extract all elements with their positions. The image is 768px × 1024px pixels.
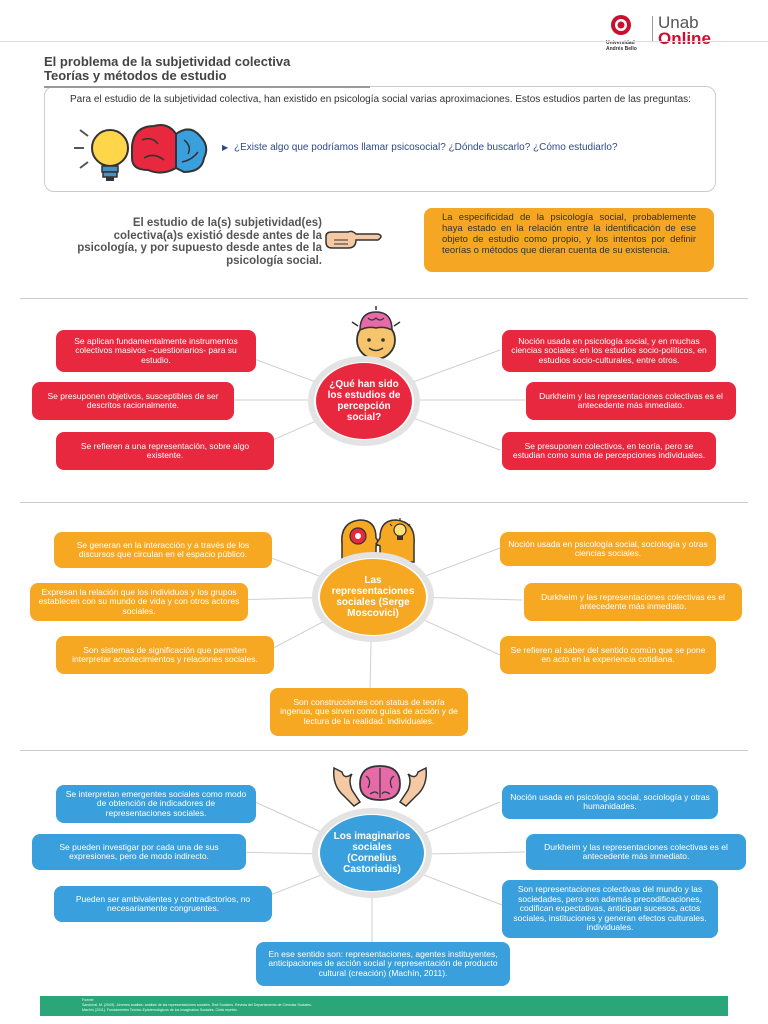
- intro-question: ¿Existe algo que podríamos llamar psicos…: [234, 142, 618, 153]
- representations-right-item-1: Noción usada en psicología social, socio…: [500, 532, 716, 566]
- logo-university-name: Universidad Andrés Bello: [606, 40, 637, 52]
- perception-left-item-1: Se aplican fundamentalmente instrumentos…: [56, 330, 256, 372]
- logo-divider: [652, 16, 653, 42]
- representations-left-item-1: Se generan en la interacción y a través …: [54, 532, 272, 568]
- imaginaries-left-item-1: Se interpretan emergentes sociales como …: [56, 785, 256, 823]
- footer-sources: Fuente: Sandoval, M. (2009). Jóvenes aná…: [82, 998, 722, 1013]
- representations-bottom-item: Son construcciones con status de teoría …: [270, 688, 468, 736]
- imaginaries-hub: Los imaginarios sociales (Cornelius Cast…: [312, 808, 432, 898]
- pointing-hand-icon: [325, 230, 382, 249]
- perception-left-item-2: Se presuponen objetivos, susceptibles de…: [32, 382, 234, 420]
- footer-bar: [40, 996, 728, 1016]
- section-divider: [20, 750, 748, 751]
- header-divider: [0, 41, 768, 42]
- thinking-heads-icon: [341, 518, 415, 563]
- representations-hub-label: Las representaciones sociales (Serge Mos…: [320, 559, 426, 635]
- page-title: El problema de la subjetividad colectiva: [44, 54, 291, 69]
- brand-logo[interactable]: Universidad Andrés Bello Unab Online: [604, 13, 754, 52]
- page-subtitle: Teorías y métodos de estudio: [44, 68, 227, 83]
- perception-left-item-3: Se refieren a una representación, sobre …: [56, 432, 274, 470]
- footer-source-label: Fuente:: [82, 998, 95, 1002]
- imaginaries-right-item-2: Durkheim y las representaciones colectiv…: [526, 834, 746, 870]
- imaginaries-right-item-1: Noción usada en psicología social, socio…: [502, 785, 718, 819]
- representations-left-item-2: Expresan la relación que los individuos …: [30, 583, 248, 621]
- representations-right-item-3: Se refieren al saber del sentido común q…: [500, 636, 716, 674]
- perception-right-item-2: Durkheim y las representaciones colectiv…: [526, 382, 736, 420]
- head-brain-icon: [351, 306, 401, 360]
- university-seal-icon: [611, 15, 631, 35]
- representations-right-item-2: Durkheim y las representaciones colectiv…: [524, 583, 742, 621]
- imaginaries-left-item-3: Pueden ser ambivalentes y contradictorio…: [54, 886, 272, 922]
- imaginaries-left-item-2: Se pueden investigar por cada una de sus…: [32, 834, 246, 870]
- representations-hub: Las representaciones sociales (Serge Mos…: [312, 552, 434, 642]
- imaginaries-hub-label: Los imaginarios sociales (Cornelius Cast…: [320, 815, 424, 891]
- section-divider: [20, 502, 748, 503]
- intro-card: [44, 86, 716, 192]
- footer-source-2: Machín (2011). Fundamentos Teórico-Epist…: [82, 1008, 238, 1012]
- specificity-note: La especificidad de la psicología social…: [424, 208, 714, 272]
- title-underline: [44, 86, 370, 88]
- hands-brain-icon: [332, 765, 428, 807]
- lightbulb-brain-icon: [74, 124, 208, 181]
- representations-left-item-3: Son sistemas de significación que permit…: [56, 636, 274, 674]
- section-divider: [20, 298, 748, 299]
- perception-right-item-3: Se presuponen colectivos, en teoría, per…: [502, 432, 716, 470]
- bullet-arrow-icon: ▶: [222, 143, 229, 152]
- imaginaries-right-item-3: Son representaciones colectivas del mund…: [502, 880, 718, 938]
- perception-right-item-1: Noción usada en psicología social, y en …: [502, 330, 716, 372]
- logo-unab-text: Unab: [658, 13, 699, 32]
- intro-text: Para el estudio de la subjetividad colec…: [70, 94, 691, 105]
- perception-hub: ¿Qué han sido los estudios de percepción…: [308, 356, 420, 446]
- study-statement: El estudio de la(s) subjetividad(es) col…: [77, 217, 322, 267]
- logo-online-text: Online: [658, 29, 711, 48]
- footer-source-1: Sandoval, M. (2009). Jóvenes análisis: a…: [82, 1003, 312, 1007]
- imaginaries-bottom-item: En ese sentido son: representaciones, ag…: [256, 942, 510, 986]
- perception-hub-label: ¿Qué han sido los estudios de percepción…: [316, 363, 412, 439]
